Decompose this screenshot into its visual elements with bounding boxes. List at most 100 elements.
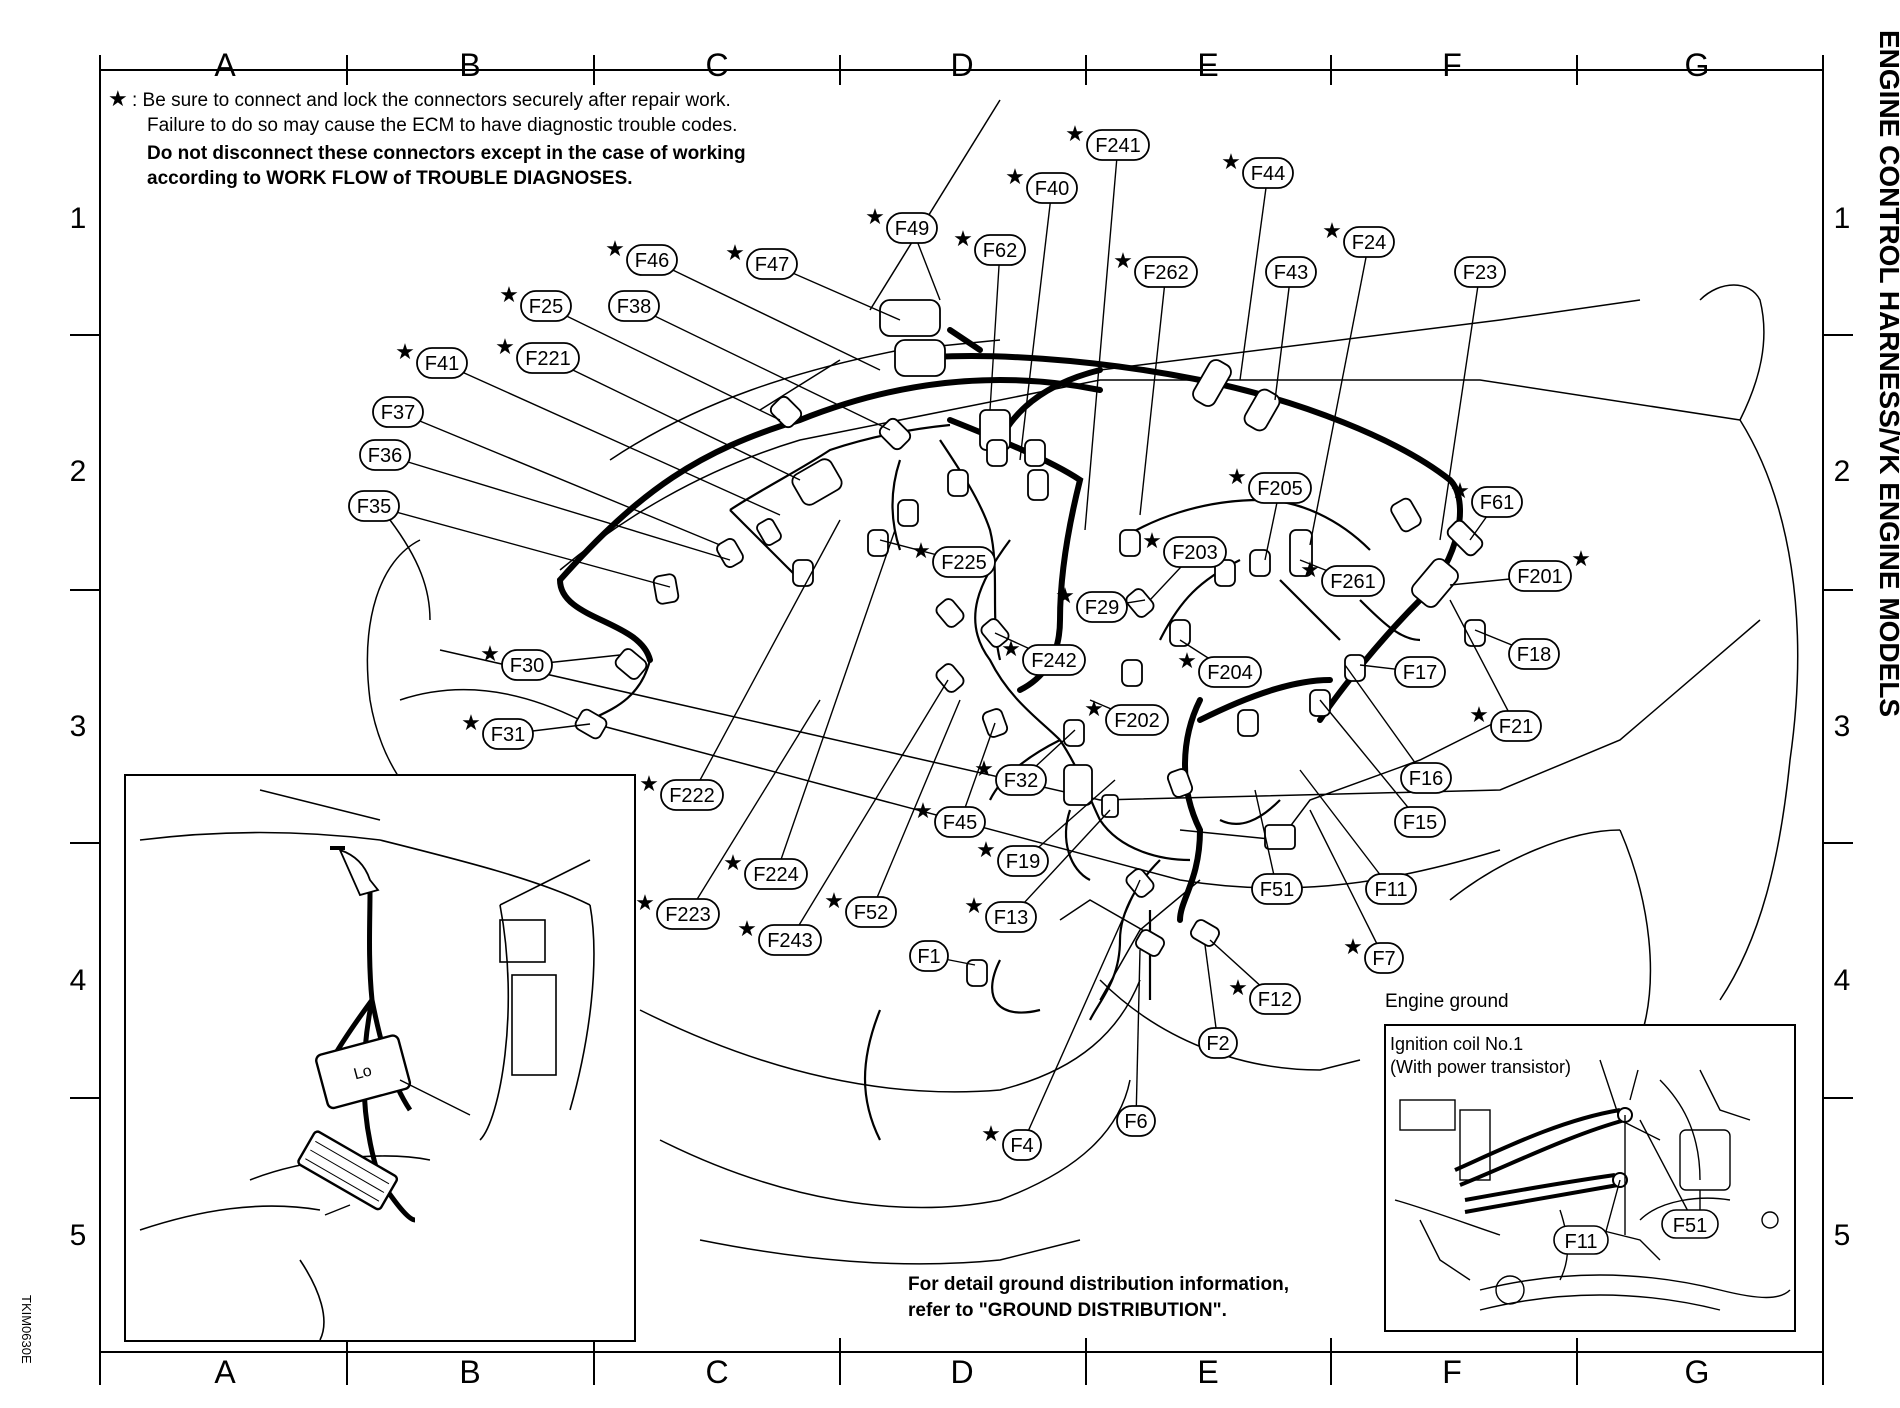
connector-box-f241 <box>1086 129 1150 161</box>
row-label-2-right: 2 <box>1834 455 1851 488</box>
connector-label-f204: F204 <box>1207 662 1253 684</box>
connector-label-f30: F30 <box>510 655 544 677</box>
connector-box-f46 <box>626 244 678 276</box>
star-icon: ★ <box>1571 546 1591 571</box>
connector-box-f15 <box>1394 806 1446 838</box>
leader-line-f4 <box>1021 879 1141 1146</box>
connector-label-f25: F25 <box>529 296 563 318</box>
connector-box-f202 <box>1105 704 1169 736</box>
star-icon: ★ <box>1469 702 1489 727</box>
star-icon: ★ <box>1005 164 1025 189</box>
connector-label-f1: F1 <box>917 946 940 968</box>
svg-text:Lo: Lo <box>352 1062 374 1083</box>
connector-label-f203: F203 <box>1172 542 1218 564</box>
connector-label-f40: F40 <box>1035 178 1069 200</box>
leader-line-f41 <box>441 362 781 516</box>
star-icon: ★ <box>461 710 481 735</box>
note-star: ★ <box>108 86 128 111</box>
connector-box-f61 <box>1471 486 1523 518</box>
connector-label-f223: F223 <box>665 904 711 926</box>
ground-note-line-1: For detail ground distribution informati… <box>908 1274 1289 1295</box>
star-icon: ★ <box>639 771 659 796</box>
col-label-a: A <box>214 47 236 83</box>
connector-box-f261 <box>1321 565 1385 597</box>
star-icon: ★ <box>964 893 984 918</box>
connector-box-f47 <box>746 248 798 280</box>
star-icon: ★ <box>737 916 757 941</box>
connector-label-f222: F222 <box>669 785 715 807</box>
row-label-3-right: 3 <box>1834 710 1851 743</box>
star-icon: ★ <box>499 282 519 307</box>
star-icon: ★ <box>1113 248 1133 273</box>
connector-label-f43: F43 <box>1274 262 1308 284</box>
connector-label-f225: F225 <box>941 552 987 574</box>
connector-box-f18 <box>1508 638 1560 670</box>
ground-note-line-2: refer to "GROUND DISTRIBUTION". <box>908 1300 1227 1321</box>
leader-line-f40 <box>1019 187 1053 461</box>
connector-box-f37 <box>372 396 424 428</box>
leader-line-f2 <box>1204 944 1219 1044</box>
row-label-5: 5 <box>70 1219 87 1252</box>
connector-label-f37: F37 <box>381 402 415 424</box>
row-label-1: 1 <box>70 202 87 235</box>
connector-box-f225 <box>932 546 996 578</box>
leader-line-f243 <box>789 679 949 941</box>
col-label-e: E <box>1197 47 1218 83</box>
leader-line-f222 <box>691 519 841 796</box>
inset-engine-ground: Engine ground Ignition coil No.1 (With p… <box>1384 991 1796 1332</box>
inset-label-f11-box <box>1553 1225 1609 1255</box>
connector-box-f4 <box>1002 1129 1042 1161</box>
connector-label-f46: F46 <box>635 250 669 272</box>
connector-label-f51: F51 <box>1260 879 1294 901</box>
leader-line-f6 <box>1135 949 1141 1122</box>
connector-label-f6: F6 <box>1124 1111 1147 1133</box>
leader-line-f37 <box>397 411 721 546</box>
connector-box-f40 <box>1026 172 1078 204</box>
connector-box-f17 <box>1394 656 1446 688</box>
inset-coil-label-2: (With power transistor) <box>1390 1057 1571 1077</box>
col-label-a-bottom: A <box>214 1354 236 1390</box>
star-icon: ★ <box>1142 528 1162 553</box>
connector-label-f13: F13 <box>994 907 1028 929</box>
connector-label-f261: F261 <box>1330 571 1376 593</box>
connector-label-f44: F44 <box>1251 163 1285 185</box>
connector-box-f1 <box>909 940 949 972</box>
connector-box-f41 <box>416 347 468 379</box>
star-icon: ★ <box>1221 149 1241 174</box>
connector-label-f221: F221 <box>525 348 571 370</box>
star-icon: ★ <box>913 798 933 823</box>
star-icon: ★ <box>974 756 994 781</box>
star-icon: ★ <box>1228 975 1248 1000</box>
connector-box-f262 <box>1134 256 1198 288</box>
star-icon: ★ <box>1001 636 1021 661</box>
connector-box-f203 <box>1163 536 1227 568</box>
col-label-f: F <box>1442 47 1462 83</box>
leader-line-f11 <box>1299 769 1392 890</box>
connector-label-f4: F4 <box>1010 1135 1033 1157</box>
leader-line-f221 <box>547 357 801 481</box>
connector-label-f224: F224 <box>753 864 799 886</box>
inset-title: Engine ground <box>1385 991 1509 1012</box>
leader-line-f7 <box>1309 809 1385 959</box>
star-icon: ★ <box>824 888 844 913</box>
leader-line-f223 <box>687 699 821 915</box>
connector-label-f21: F21 <box>1499 716 1533 738</box>
connector-label-f12: F12 <box>1258 989 1292 1011</box>
connector-box-f52 <box>845 896 897 928</box>
connector-box-f24 <box>1343 226 1395 258</box>
connector-box-f222 <box>660 779 724 811</box>
star-icon: ★ <box>865 204 885 229</box>
connector-label-f17: F17 <box>1403 662 1437 684</box>
leader-line-f43 <box>1274 271 1292 401</box>
connector-label-f36: F36 <box>368 445 402 467</box>
leader-line-f51 <box>1254 789 1278 890</box>
connector-label-f49: F49 <box>895 218 929 240</box>
star-icon: ★ <box>1227 464 1247 489</box>
note-line-1: : Be sure to connect and lock the connec… <box>132 90 731 111</box>
connector-label-f18: F18 <box>1517 644 1551 666</box>
page-title: ENGINE CONTROL HARNESS/VK ENGINE MODELS <box>1874 30 1900 717</box>
star-icon: ★ <box>395 339 415 364</box>
connector-label-f45: F45 <box>943 812 977 834</box>
connector-label-f47: F47 <box>755 254 789 276</box>
